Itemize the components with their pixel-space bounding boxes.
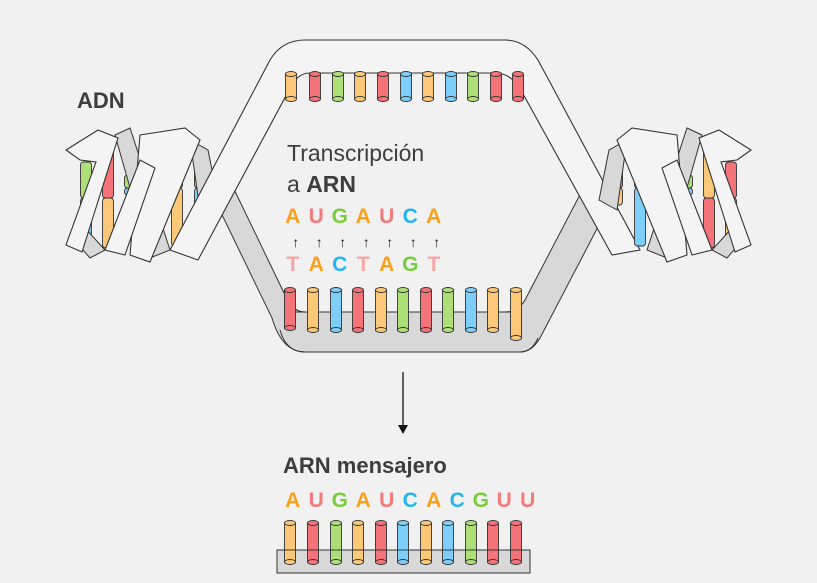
dna-helix-right (598, 127, 752, 263)
nucleotide-letter: A (308, 253, 324, 276)
upper-base (332, 71, 344, 102)
lower-base (510, 287, 522, 341)
lower-base (420, 287, 432, 333)
nucleotide-letter: A (355, 205, 371, 228)
transcription-prefix: a (287, 171, 307, 197)
nucleotide-letter: U (308, 489, 324, 512)
nucleotide-letter: U (379, 489, 395, 512)
nucleotide-letter: G (331, 489, 348, 512)
nucleotide-letter: A (426, 489, 442, 512)
nucleotide-letter: A (285, 205, 301, 228)
upper-base (490, 71, 502, 102)
nucleotide-letter: U (520, 489, 536, 512)
nucleotide-letter: T (427, 253, 441, 276)
mrna-base-front (330, 549, 342, 565)
mrna-base-front (487, 549, 499, 565)
lower-base (330, 287, 342, 333)
upper-base (445, 71, 457, 102)
nucleotide-letter: A (285, 489, 301, 512)
pairing-arrows: ↑ ↑ ↑ ↑ ↑ ↑ ↑ (284, 234, 449, 252)
up-arrow-icon: ↑ (362, 234, 370, 250)
lower-base (375, 287, 387, 333)
lower-base (487, 287, 499, 333)
mrna-base-front (420, 549, 432, 565)
mrna-base-front (510, 549, 522, 565)
up-arrow-icon: ↑ (433, 234, 441, 250)
nucleotide-letter: G (331, 205, 348, 228)
front-ribbon (104, 159, 156, 256)
up-arrow-icon: ↑ (339, 234, 347, 250)
lower-base (307, 287, 319, 333)
upper-strand (169, 39, 641, 261)
nucleotide-letter: A (426, 205, 442, 228)
nucleotide-letter: G (472, 489, 489, 512)
lower-base (465, 287, 477, 333)
mrna-base-front (375, 549, 387, 565)
mrna-base-front (465, 549, 477, 565)
front-ribbon (661, 159, 713, 256)
mrna-base-front (284, 549, 296, 565)
nucleotide-letter: A (355, 489, 371, 512)
lower-base (397, 287, 409, 333)
transcription-title-line2: a ARN (287, 169, 424, 200)
mrna-base-front (397, 549, 409, 565)
nucleotide-letter: C (402, 489, 418, 512)
back-ribbon (598, 139, 628, 211)
front-ribbon (698, 129, 752, 253)
up-arrow-icon: ↑ (409, 234, 417, 250)
up-arrow-icon: ↑ (315, 234, 323, 250)
down-arrow-icon (398, 372, 408, 434)
nucleotide-letter: C (449, 489, 465, 512)
upper-base (422, 71, 434, 102)
upper-base (467, 71, 479, 102)
lower-base (284, 287, 296, 331)
nucleotide-letter: G (402, 253, 419, 276)
nucleotide-letter: C (332, 253, 348, 276)
upper-base (309, 71, 321, 102)
transcription-title: Transcripción a ARN (287, 138, 424, 200)
upper-base (285, 71, 297, 102)
transcription-bubble (169, 39, 641, 353)
lower-base (442, 287, 454, 333)
nucleotide-letter: U (379, 205, 395, 228)
mrna-base-front (442, 549, 454, 565)
mrna-label: ARN mensajero (283, 453, 447, 478)
upper-base (354, 71, 366, 102)
nucleotide-letter: C (402, 205, 418, 228)
upper-base (512, 71, 524, 102)
nucleotide-letter: T (356, 253, 370, 276)
lower-base (352, 287, 364, 333)
mrna-strand (276, 520, 531, 574)
upper-base (400, 71, 412, 102)
nucleotide-letter: T (286, 253, 300, 276)
nucleotide-letter: A (379, 253, 395, 276)
transcription-bold: ARN (306, 171, 357, 197)
upper-base (377, 71, 389, 102)
front-ribbon (65, 129, 119, 253)
nucleotide-letter: U (308, 205, 324, 228)
mrna-base-front (352, 549, 364, 565)
mrna-base-front (307, 549, 319, 565)
up-arrow-icon: ↑ (292, 234, 300, 250)
up-arrow-icon: ↑ (386, 234, 394, 250)
transcription-title-line1: Transcripción (287, 140, 425, 166)
dna-label: ADN (77, 88, 125, 113)
nucleotide-letter: U (496, 489, 512, 512)
